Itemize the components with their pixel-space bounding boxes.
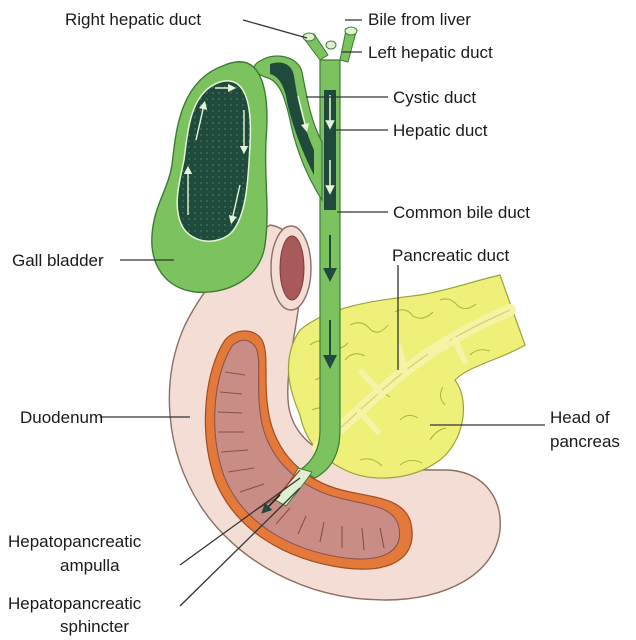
label-sphincter-1: Hepatopancreatic — [8, 594, 142, 613]
label-duodenum: Duodenum — [20, 408, 103, 427]
hepatic-duct-branches — [303, 27, 357, 62]
label-ampulla-2: ampulla — [60, 556, 120, 575]
label-gall-bladder: Gall bladder — [12, 251, 104, 270]
label-hepatic-duct: Hepatic duct — [393, 121, 488, 140]
label-left-hepatic-duct: Left hepatic duct — [368, 43, 493, 62]
label-head-of-pancreas-1: Head of — [550, 408, 610, 427]
label-sphincter-2: sphincter — [60, 617, 129, 636]
label-common-bile-duct: Common bile duct — [393, 203, 530, 222]
label-head-of-pancreas-2: pancreas — [550, 432, 620, 451]
label-ampulla-1: Hepatopancreatic — [8, 532, 142, 551]
label-right-hepatic-duct: Right hepatic duct — [65, 10, 201, 29]
label-bile-from-liver: Bile from liver — [368, 10, 471, 29]
label-cystic-duct: Cystic duct — [393, 88, 476, 107]
label-pancreatic-duct: Pancreatic duct — [392, 246, 509, 265]
